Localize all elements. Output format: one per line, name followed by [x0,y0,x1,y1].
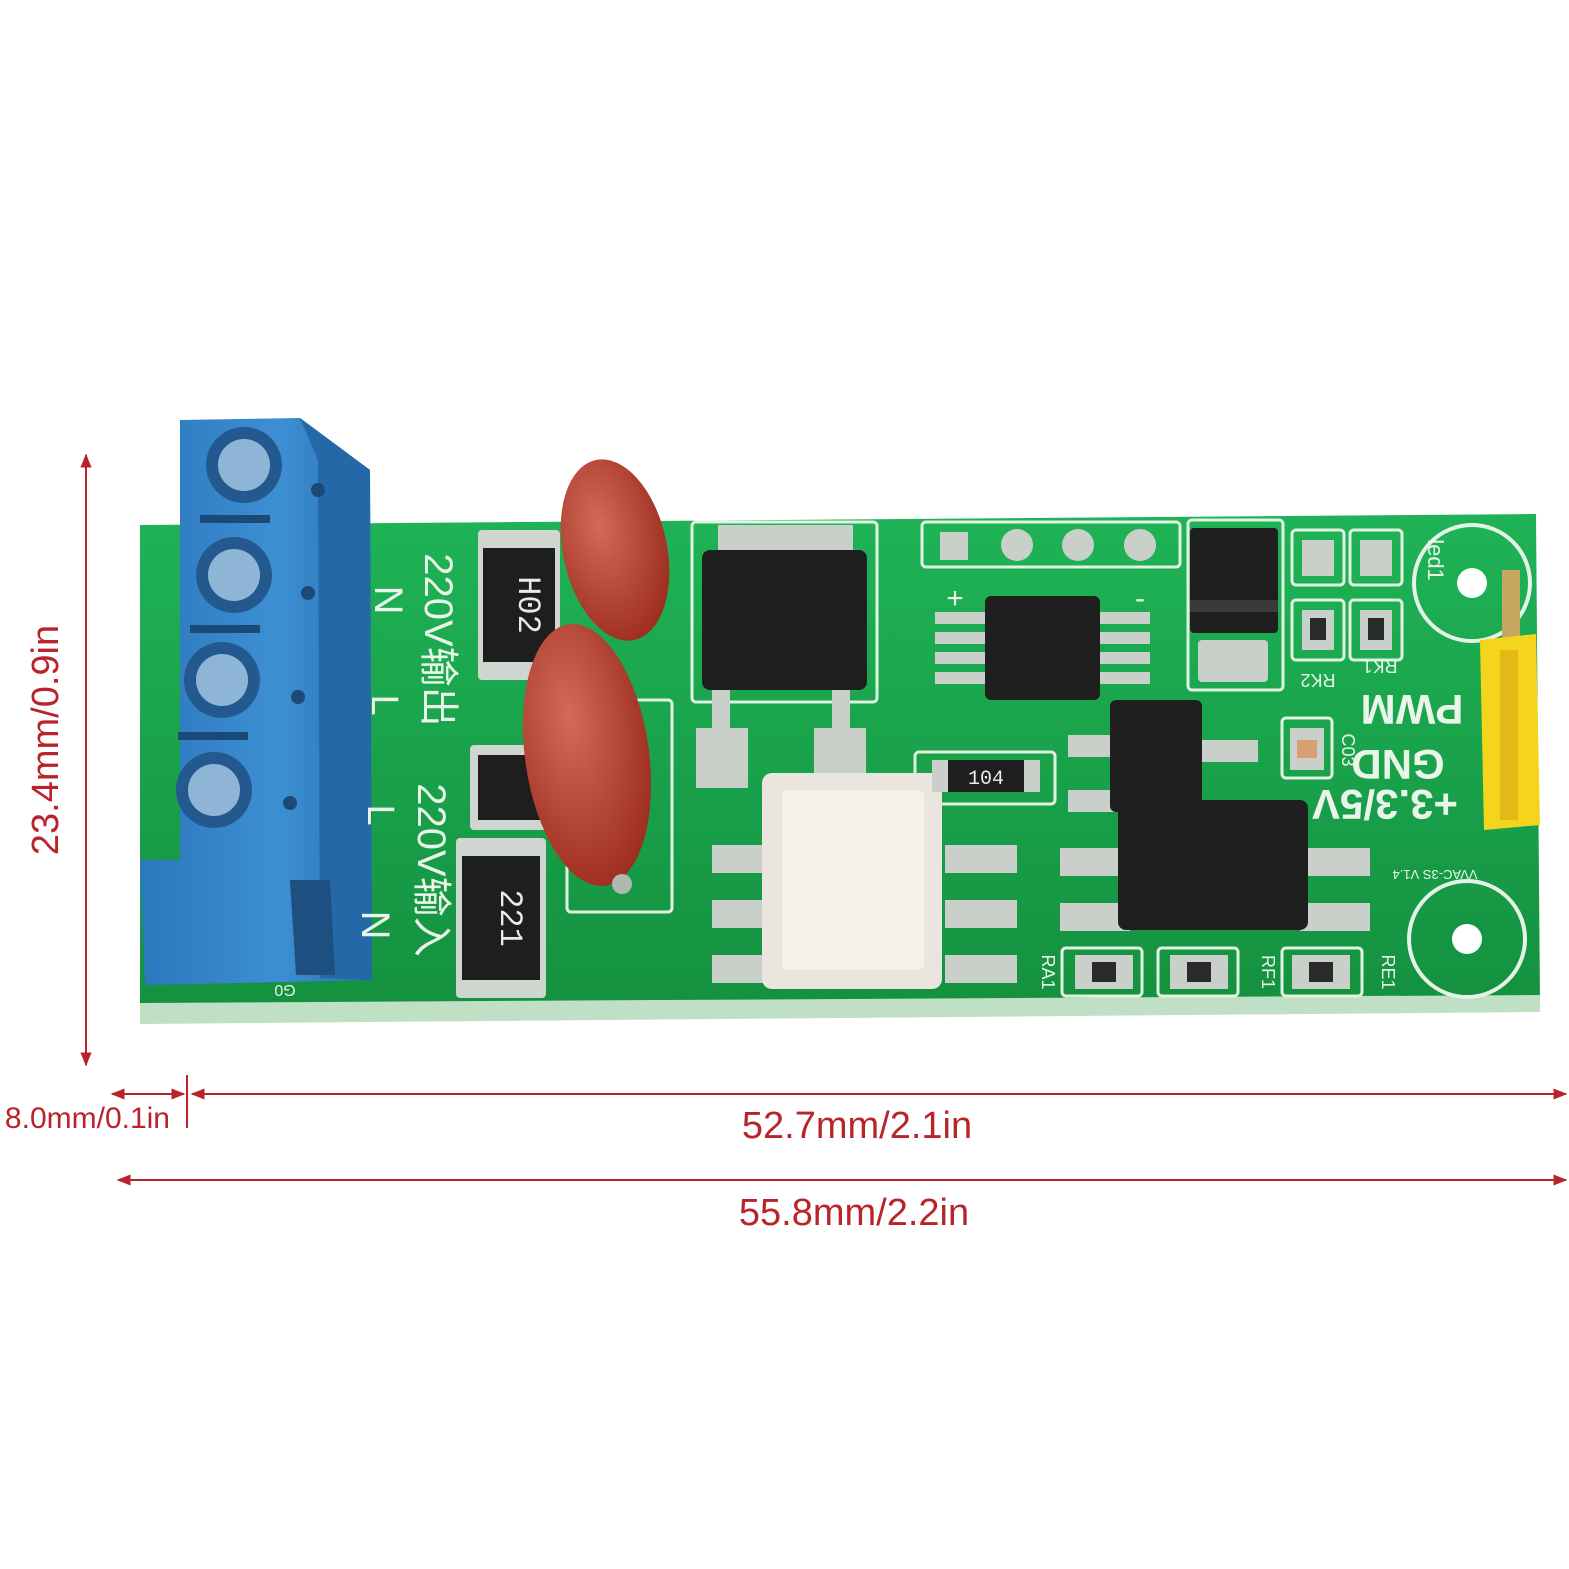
silk-rf1: RF1 [1258,955,1278,989]
silk-l-top: L [363,694,405,715]
resistor-221-marking: 221 [491,889,528,947]
height-label: 23.4mm/0.9in [25,625,67,855]
pin-header [1480,570,1540,830]
terminal-offset-label: 8.0mm/0.1in [5,1102,170,1135]
silk-version: VVAC-3S V1.4 [1392,867,1477,882]
dimension-terminal-offset: 8.0mm/0.1in [5,1075,188,1135]
terminal-screw-2 [190,537,272,633]
ic-soic8 [935,596,1150,700]
silk-led1: led1 [1423,539,1448,581]
silk-re1: RE1 [1378,954,1398,989]
dimension-total-length: 55.8mm/2.2in [116,1174,1568,1234]
screw-terminal-block [140,418,372,985]
capacitor-top [560,459,670,641]
transistor-sot [1068,700,1258,812]
silk-ra1: RA1 [1038,954,1058,989]
silkscreen-right: + - PWM GND +3.3/5V led1 RK1 RK2 C03 VVA… [946,539,1477,989]
optocoupler [712,773,1017,989]
dimension-board-length: 52.7mm/2.1in [190,1088,1568,1147]
silk-n-bottom: N [353,911,397,940]
resistor-h02-marking: H02 [509,576,546,634]
capacitor-bottom [522,624,652,894]
silk-rk1: RK1 [1362,656,1397,676]
total-length-label: 55.8mm/2.2in [739,1192,969,1234]
silk-output-label: 220V输出 [416,553,460,726]
silkscreen-left: N 220V输出 L L 220V输入 N G0 [274,553,460,998]
terminal-screw-1 [200,427,282,523]
silk-gnd: GND [1351,741,1444,788]
silk-n-top: N [366,586,410,615]
silk-pwm: PWM [1361,686,1464,733]
board-length-label: 52.7mm/2.1in [742,1105,972,1147]
terminal-screw-3 [178,642,260,740]
terminal-screw-4 [176,752,252,828]
silk-plus: + [946,582,964,615]
resistor-221: 221 [456,838,546,998]
silk-g0: G0 [274,981,295,998]
diode-smd [1190,528,1278,682]
dimension-height: 23.4mm/0.9in [25,453,92,1067]
resistor-104: 104 [932,760,1040,792]
silk-rk2: RK2 [1300,670,1335,690]
header-pads [940,529,1156,561]
silk-l-bottom: L [359,804,401,825]
silk-vcc: +3.3/5V [1312,781,1458,828]
silk-minus: - [1135,582,1145,615]
ic-soic4 [1060,800,1370,931]
mounting-hole-top [1412,523,1532,643]
mounting-hole-bottom [1407,879,1527,999]
silk-input-label: 220V输入 [409,783,453,956]
silk-c03: C03 [1338,733,1358,766]
resistor-104-marking: 104 [968,768,1004,791]
